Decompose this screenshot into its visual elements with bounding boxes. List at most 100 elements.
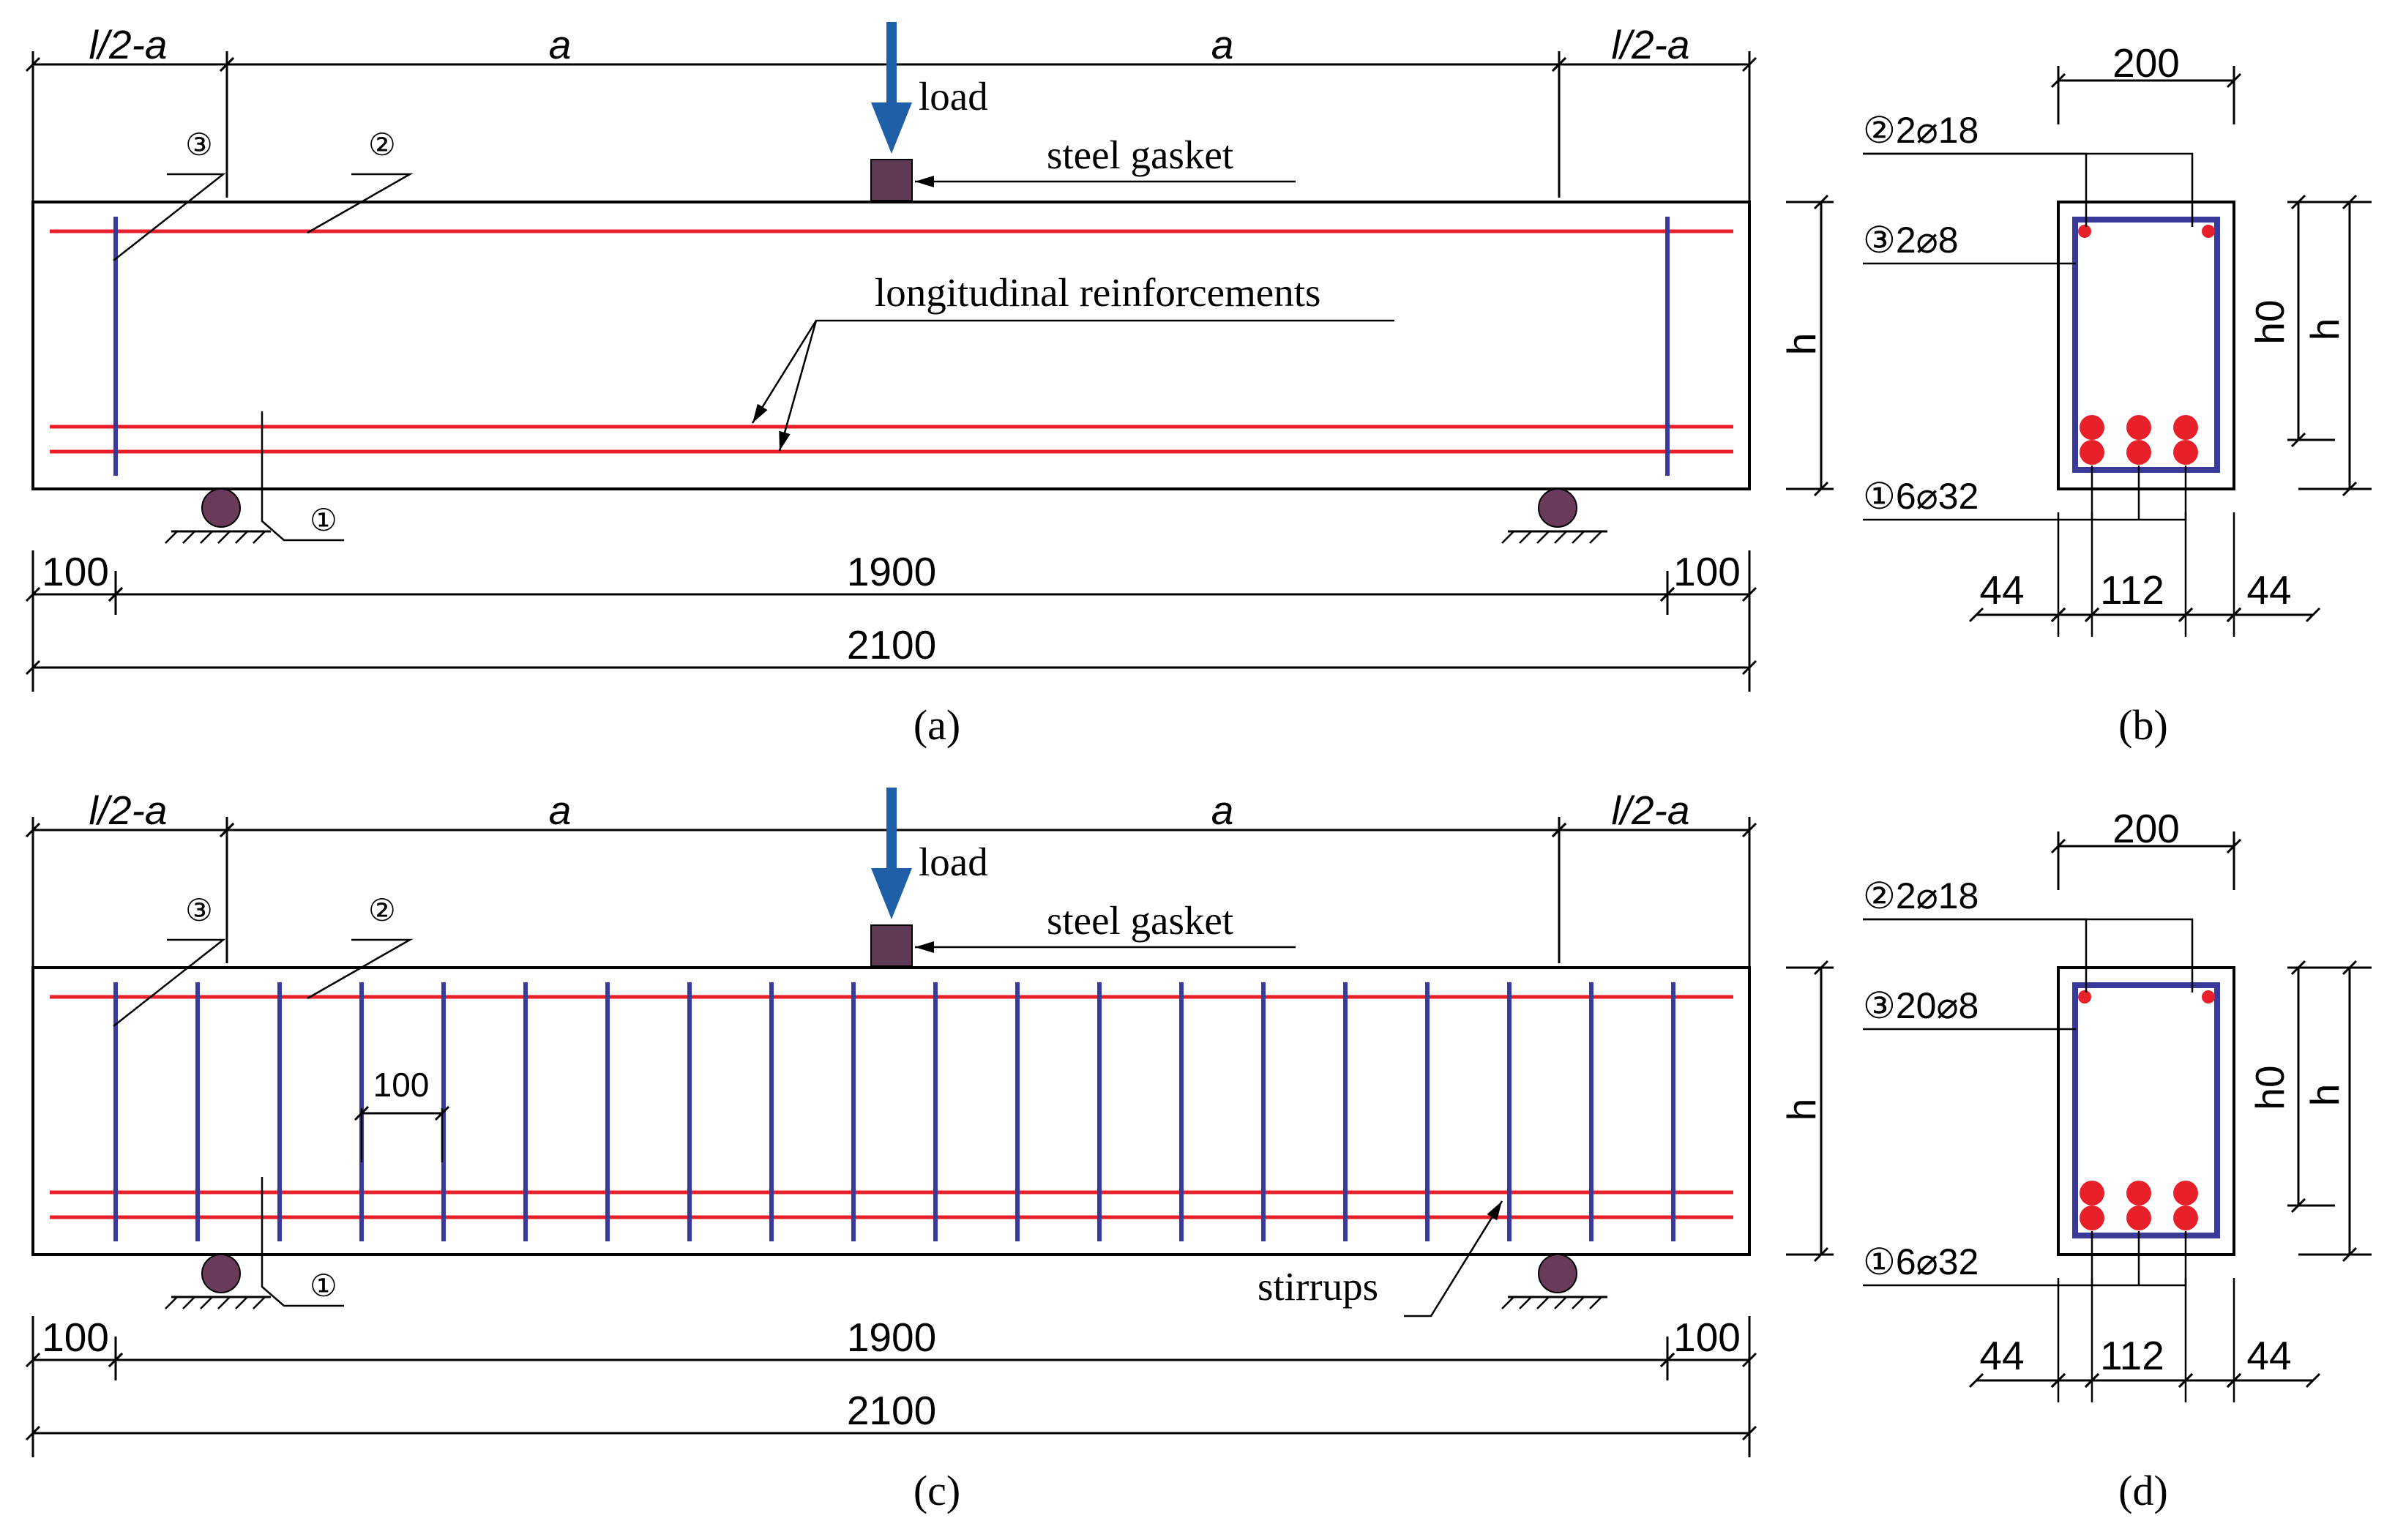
- rebar-bottom-label: ①6⌀32: [1863, 476, 1979, 517]
- ground-hatch: [182, 1296, 195, 1309]
- ground-hatch: [253, 1296, 266, 1309]
- rebar-bottom-label: ①6⌀32: [1863, 1241, 1979, 1282]
- section-top-bar: [2078, 990, 2091, 1003]
- ground-hatch: [1572, 1296, 1585, 1309]
- panel-d: [1786, 831, 2372, 1402]
- panel-c-text: l/2-a a a l/2-a load steel gasket 100 st…: [42, 788, 1741, 1514]
- stirrups-leader: [1404, 1200, 1503, 1317]
- section-top-bar: [2078, 225, 2091, 238]
- dim-44-right-line-tick-end: [2305, 607, 2321, 623]
- section-stirrup: [2072, 217, 2220, 473]
- top-rebar-leader: [1863, 152, 2194, 227]
- panel-a-text: l/2-a a a l/2-a load steel gasket longit…: [42, 22, 1741, 749]
- dim-112: 112: [2100, 567, 2164, 613]
- caption-b: (b): [2118, 701, 2168, 749]
- beam-outline: [31, 966, 1751, 1256]
- support-roller: [1538, 1254, 1577, 1293]
- ground-hatch: [165, 531, 178, 544]
- marker-3: ③: [185, 127, 213, 162]
- dim-1900: 1900: [847, 549, 936, 594]
- dim-44-right: 44: [2246, 567, 2291, 613]
- dim-44-left-line-tick-start: [1968, 1372, 1984, 1388]
- section-bottom-bar: [2080, 415, 2104, 440]
- marker-1-leader: [261, 411, 344, 542]
- caption-a: (a): [913, 701, 960, 749]
- rebar-stirrup-label: ③2⌀8: [1863, 220, 1959, 261]
- panel-c: [25, 788, 1757, 1457]
- ground-hatch: [235, 531, 248, 544]
- section-outline: [2057, 966, 2235, 1256]
- a-left-label: a: [549, 788, 572, 833]
- h-label-right: h: [2302, 318, 2347, 341]
- ground-hatch: [1572, 531, 1585, 544]
- ground-hatch: [1536, 1296, 1550, 1309]
- l2a-left-label: l/2-a: [89, 788, 168, 833]
- panel-d-text: 200 ②2⌀18 ③20⌀8 ①6⌀32 h h0 h 44 112 44 (…: [1779, 806, 2347, 1514]
- top-rebar-leader-b: [1863, 918, 2088, 993]
- longitudinal-label: longitudinal reinforcements: [875, 270, 1320, 315]
- l2a-right-label: l/2-a: [1612, 22, 1690, 67]
- steel-gasket-label: steel gasket: [1047, 898, 1233, 943]
- ground-hatch: [1554, 531, 1567, 544]
- dim-2100: 2100: [847, 622, 936, 668]
- dim-100-right: 100: [1673, 549, 1741, 594]
- section-bottom-bar: [2080, 440, 2104, 465]
- caption-c: (c): [913, 1467, 960, 1514]
- load-label: load: [919, 74, 988, 119]
- marker-2: ②: [368, 892, 396, 928]
- section-top-bar: [2202, 225, 2215, 238]
- load-arrow-head: [871, 102, 912, 154]
- rebar-top-label: ②2⌀18: [1863, 875, 1979, 916]
- load-arrow-head: [871, 868, 912, 919]
- l2a-left-label: l/2-a: [89, 22, 168, 67]
- ground-hatch: [235, 1296, 248, 1309]
- ground-hatch: [217, 531, 231, 544]
- a-right-label: a: [1211, 22, 1234, 67]
- section-bottom-bar: [2173, 415, 2198, 440]
- dim-100-left: 100: [42, 549, 109, 594]
- panel-b-text: 200 ②2⌀18 ③2⌀8 ①6⌀32 h h0 h 44 112 44 (b…: [1779, 40, 2347, 749]
- long-leader-2: [778, 320, 818, 452]
- gasket-leader-arrow: [915, 176, 934, 187]
- marker-3-leader: [113, 173, 226, 261]
- support-roller: [201, 488, 241, 528]
- h0-label: h0: [2247, 1065, 2293, 1110]
- stirrups-label: stirrups: [1258, 1264, 1378, 1309]
- marker-3: ③: [185, 892, 213, 928]
- marker-2-leader: [307, 173, 414, 234]
- long-leader-arrow-1: [752, 403, 768, 423]
- marker-1-leader: [261, 1177, 344, 1307]
- panel-b: [1786, 66, 2372, 637]
- section-bottom-bar: [2126, 440, 2151, 465]
- spacing-dim-tick-end: [434, 1105, 450, 1121]
- top-rebar-leader: [1863, 918, 2194, 993]
- dim-200: 200: [2112, 806, 2180, 851]
- long-leader-arrow-2: [779, 430, 791, 451]
- ground-hatch: [1501, 531, 1514, 544]
- dim-44-right: 44: [2246, 1333, 2291, 1378]
- rebar-top-label: ②2⌀18: [1863, 110, 1979, 151]
- marker-3-leader: [113, 938, 226, 1027]
- dim-2100: 2100: [847, 1388, 936, 1433]
- ground-hatch: [1554, 1296, 1567, 1309]
- dim-44-right-line-tick-end: [2305, 1372, 2321, 1388]
- gasket-leader-arrow: [915, 941, 934, 953]
- a-right-label: a: [1211, 788, 1234, 833]
- stirrup-spacing-label: 100: [373, 1066, 430, 1104]
- spacing-dim-tick-start: [354, 1105, 370, 1121]
- dim-44-left-line-tick-start: [1968, 607, 1984, 623]
- marker-2-leader: [307, 938, 414, 1000]
- rebar-stirrup-label: ③20⌀8: [1863, 985, 1979, 1026]
- ground-hatch: [1501, 1296, 1514, 1309]
- steel-gasket: [870, 159, 913, 201]
- marker-1: ①: [310, 1268, 337, 1304]
- section-top-bar: [2202, 990, 2215, 1003]
- ground-hatch: [1589, 531, 1602, 544]
- section-bottom-bar: [2173, 1206, 2198, 1230]
- ground-hatch: [217, 1296, 231, 1309]
- dim-1900: 1900: [847, 1315, 936, 1360]
- steel-gasket-label: steel gasket: [1047, 132, 1233, 177]
- section-stirrup: [2072, 982, 2220, 1238]
- beam-outline: [31, 201, 1751, 490]
